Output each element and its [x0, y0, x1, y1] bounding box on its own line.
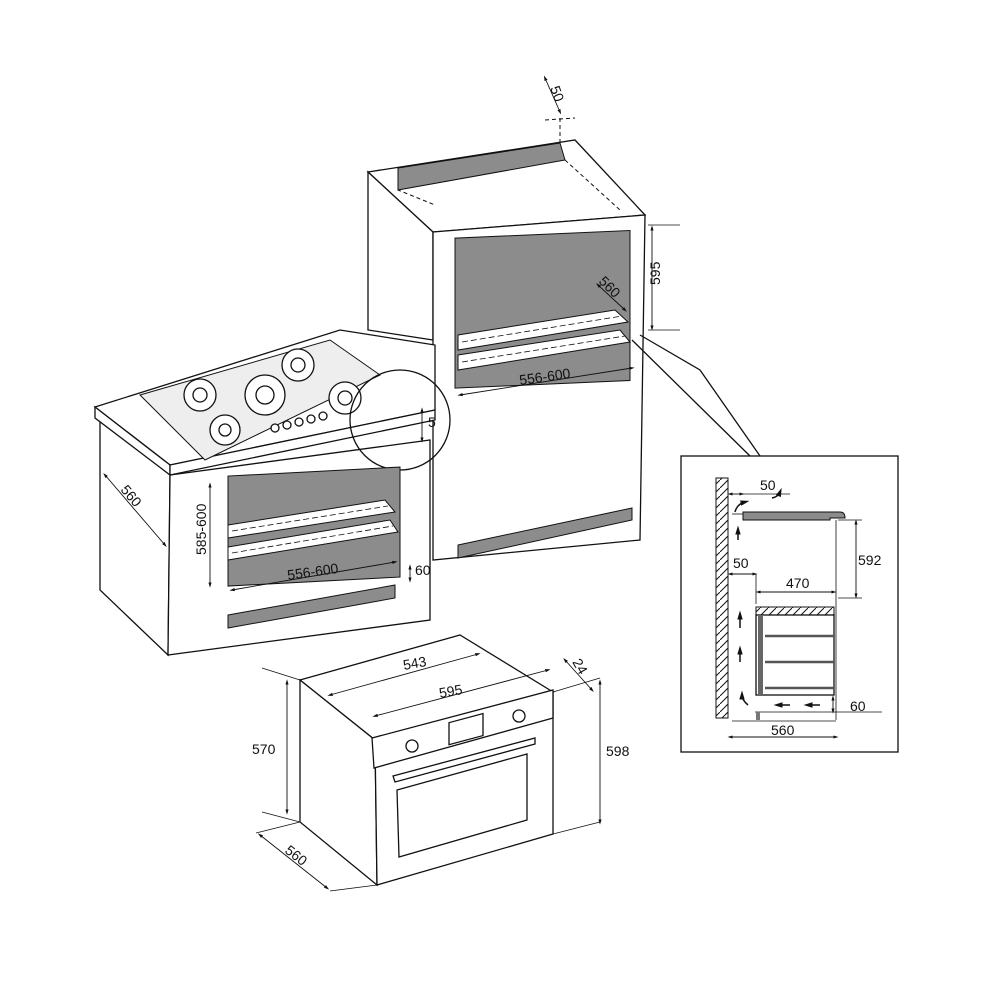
detail-height-label: 592 [858, 552, 882, 568]
worktop-width-label: 556-600 [286, 560, 339, 583]
detail-depth-label: 470 [786, 575, 810, 591]
detail-rear-gap-label: 50 [733, 555, 749, 571]
tall-top-gap-label: 50 [547, 84, 567, 104]
worktop-height-label: 585-600 [193, 503, 209, 555]
callout-leader [631, 334, 761, 457]
tall-height-label: 595 [647, 261, 663, 285]
oven-racks [457, 309, 631, 371]
section-detail: 50 592 50 470 60 560 [680, 455, 899, 753]
oven-front-width-label: 595 [438, 681, 464, 701]
tall-width-label: 556-600 [518, 365, 571, 388]
oven-display [448, 712, 484, 746]
oven-knob-right [512, 709, 526, 723]
oven-knob-left [405, 739, 419, 753]
tall-cabinet: 50 595 560 556-600 [366, 75, 680, 561]
detail-total-depth-label: 560 [771, 722, 795, 738]
oven-depth-label: 560 [282, 842, 310, 869]
built-in-oven: 570 543 595 598 24 560 [252, 634, 630, 892]
detail-top-gap-label: 50 [760, 477, 776, 493]
gas-burners [183, 348, 362, 446]
worktop-gap-label: 5 [428, 414, 436, 430]
oven-body-width-label: 543 [402, 653, 428, 673]
oven-front-height-label: 598 [606, 743, 630, 759]
worktop-cabinet: 560 585-600 556-600 60 5 [93, 329, 451, 657]
airflow-arrows [734, 487, 820, 708]
oven-panel-depth-label: 24 [569, 656, 591, 678]
detail-bottom-gap-label: 60 [850, 698, 866, 714]
plinth-gap-label: 60 [415, 562, 431, 578]
oven-body-height-label: 570 [252, 741, 276, 757]
